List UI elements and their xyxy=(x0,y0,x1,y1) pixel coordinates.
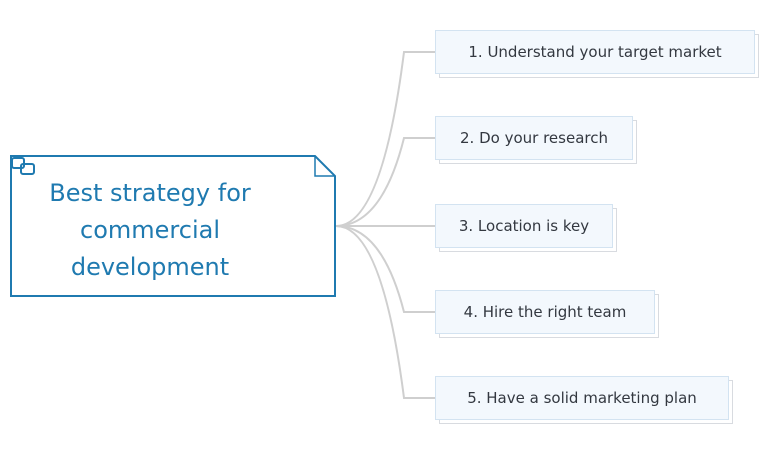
connector-topic-1 xyxy=(335,51,436,227)
topic-5[interactable]: 5. Have a solid marketing plan xyxy=(435,376,733,424)
topic-label: 2. Do your research xyxy=(460,129,608,147)
topic-label: 3. Location is key xyxy=(458,217,590,235)
central-topic-title: Best strategy for commercial development xyxy=(28,175,272,286)
central-topic[interactable]: Best strategy for commercial development xyxy=(10,155,336,297)
connector-topic-4 xyxy=(335,225,436,313)
topic-2[interactable]: 2. Do your research xyxy=(435,116,637,164)
connector-topic-2 xyxy=(335,137,436,227)
topic-box: 3. Location is key xyxy=(435,204,613,248)
topic-box: 1. Understand your target market xyxy=(435,30,755,74)
central-topic-line-2: commercial xyxy=(80,216,220,244)
link-icon[interactable] xyxy=(10,155,38,177)
topic-label: 5. Have a solid marketing plan xyxy=(467,389,697,407)
topic-3[interactable]: 3. Location is key xyxy=(435,204,617,252)
connector-topic-5 xyxy=(335,225,436,399)
topic-4[interactable]: 4. Hire the right team xyxy=(435,290,659,338)
topic-1[interactable]: 1. Understand your target market xyxy=(435,30,759,78)
topic-box: 2. Do your research xyxy=(435,116,633,160)
topic-label: 4. Hire the right team xyxy=(463,303,627,321)
central-topic-line-1: Best strategy for xyxy=(49,179,251,207)
central-topic-line-3: development xyxy=(70,253,230,281)
topic-label: 1. Understand your target market xyxy=(468,43,722,61)
topic-box: 5. Have a solid marketing plan xyxy=(435,376,729,420)
central-topic-shape xyxy=(10,155,336,297)
topic-box: 4. Hire the right team xyxy=(435,290,655,334)
